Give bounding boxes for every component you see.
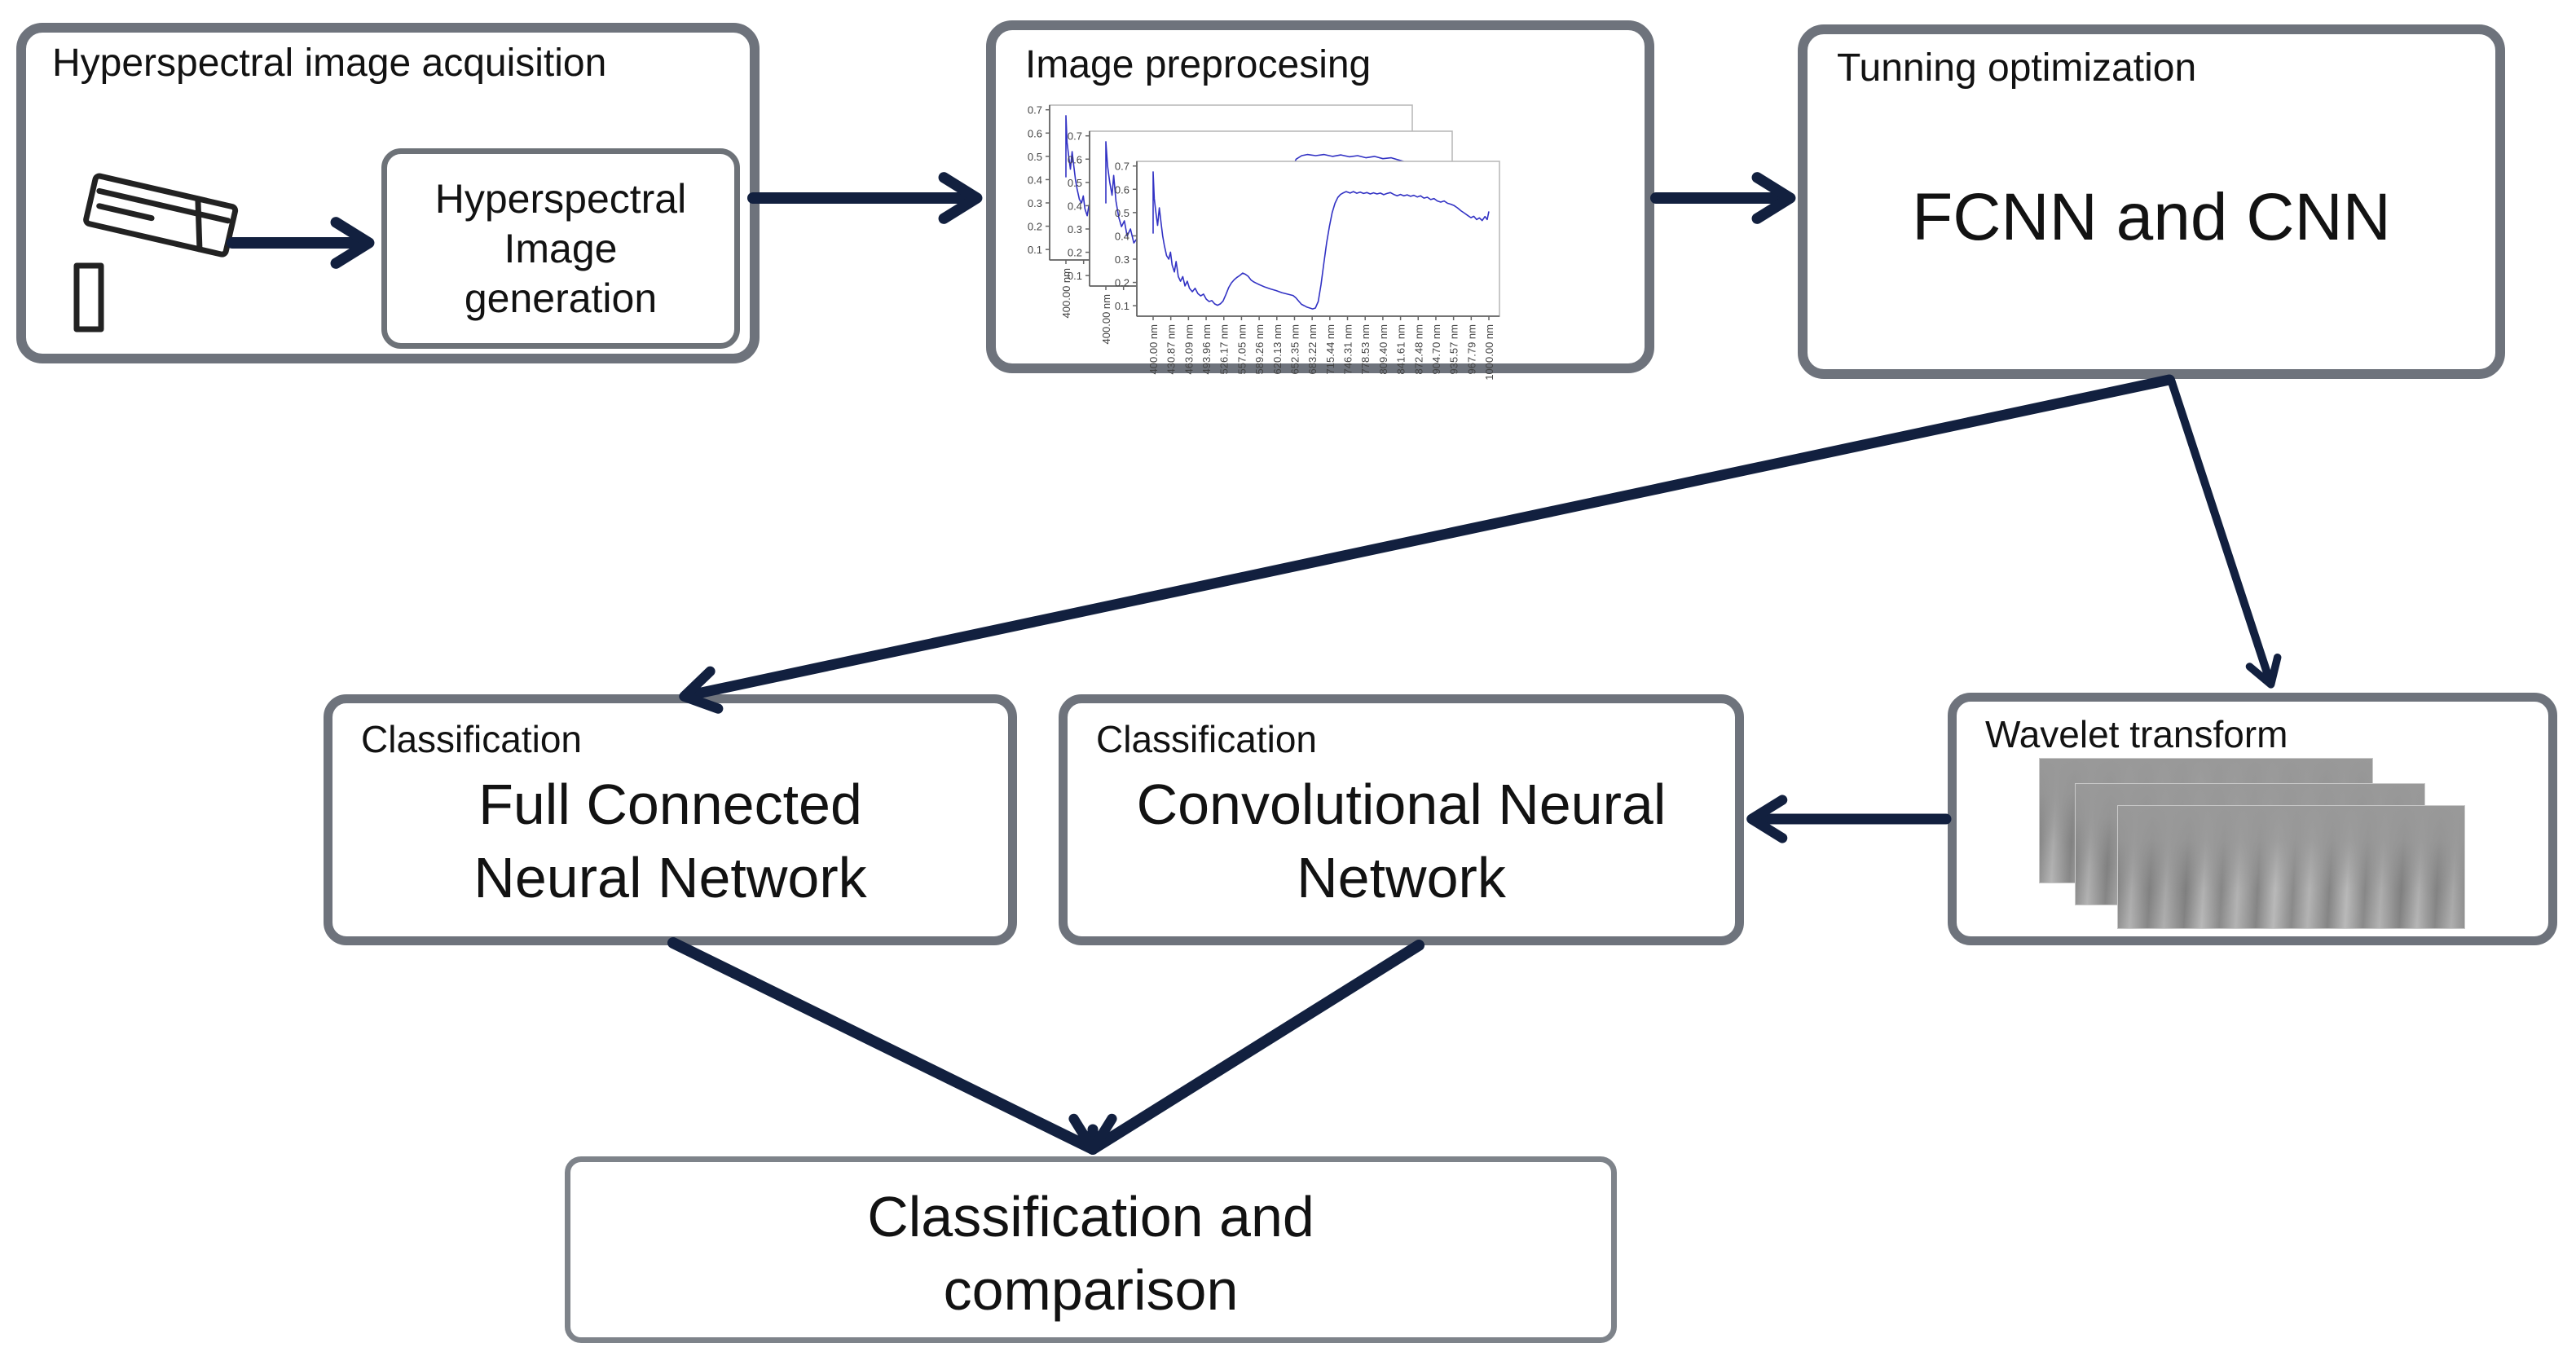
y-tick-label: 0.4 — [1115, 230, 1129, 242]
y-tick-label: 0.7 — [1028, 104, 1042, 117]
x-tick-label: 652.35 nm — [1288, 324, 1301, 374]
final-body-line2: comparison — [943, 1258, 1239, 1322]
plot-panel — [1136, 161, 1500, 317]
wavelet-grayscale-image-3 — [2117, 805, 2465, 929]
x-tick-label: 430.87 nm — [1165, 324, 1178, 374]
y-tick-label: 0.2 — [1028, 221, 1042, 233]
tuning-title: Tunning optimization — [1837, 46, 2197, 90]
x-tick-label: 683.22 nm — [1306, 324, 1319, 374]
y-tick-label: 0.5 — [1068, 177, 1082, 189]
y-tick-label: 0.7 — [1115, 161, 1129, 173]
security-camera-icon — [73, 173, 239, 332]
acquisition-title: Hyperspectral image acquisition — [52, 42, 607, 85]
spectra-plot-front: 0.1 0.2 0.3 0.4 0.5 0.6 0.7 400.00 nm 430.87 nm 4… — [1115, 161, 1500, 381]
box-classification-fcnn — [324, 694, 1017, 945]
y-tick-label: 0.4 — [1068, 200, 1082, 212]
x-tick-label: 1000.00 nm — [1483, 324, 1495, 381]
inner-box-line: Image — [504, 225, 618, 271]
wavelet-title: Wavelet transform — [1985, 713, 2288, 755]
arrow-tuning-to-fcnn — [679, 374, 2175, 714]
x-tick-label: 493.96 nm — [1200, 324, 1213, 374]
arrow-tuning-to-wavelet — [2167, 376, 2282, 689]
x-tick-label: 778.53 nm — [1359, 324, 1372, 374]
y-tick-label: 0.4 — [1028, 174, 1042, 186]
y-tick-label: 0.5 — [1028, 151, 1042, 163]
fcnn-title: Classification — [361, 718, 582, 760]
x-tick-label: 841.61 nm — [1395, 324, 1407, 374]
y-tick-label: 0.2 — [1115, 277, 1129, 289]
arrow-cnn-to-comparison — [1087, 940, 1425, 1155]
tuning-body: FCNN and CNN — [1912, 180, 2391, 254]
inner-box-line: Hyperspectral — [434, 175, 687, 222]
x-tick-label: 809.40 nm — [1377, 324, 1389, 374]
x-tick-label: 935.57 nm — [1448, 324, 1460, 374]
x-tick-label: 872.48 nm — [1412, 324, 1425, 374]
y-tick-label: 0.6 — [1028, 127, 1042, 139]
x-tick-label: 715.44 nm — [1324, 324, 1336, 374]
inner-box-hyperspectral-generation: Hyperspectral Image generation — [381, 148, 740, 349]
x-tick-label: 526.17 nm — [1218, 324, 1231, 374]
x-tick-label: 400.00 nm — [1147, 324, 1160, 374]
y-tick-label: 0.1 — [1115, 300, 1129, 312]
x-tick-label: 463.09 nm — [1182, 324, 1195, 374]
y-tick-label: 0.1 — [1028, 244, 1042, 256]
fcnn-body-line2: Neural Network — [473, 846, 867, 909]
spectra-curve — [1152, 171, 1490, 310]
x-tick-label: 967.79 nm — [1465, 324, 1477, 374]
fcnn-body-line1: Full Connected — [478, 773, 862, 836]
y-tick-label: 0.6 — [1115, 183, 1129, 196]
box-classification-comparison — [565, 1156, 1617, 1343]
x-tick-label: 557.05 nm — [1235, 324, 1248, 374]
y-tick-label: 0.6 — [1068, 153, 1082, 165]
y-tick-label: 0.3 — [1028, 197, 1042, 209]
y-tick-label: 0.2 — [1068, 247, 1082, 259]
box-tuning-optimization — [1798, 24, 2505, 379]
preprocessing-title: Image preprocesing — [1025, 43, 1372, 86]
inner-box-line: generation — [464, 275, 658, 321]
x-tick-label: 589.26 nm — [1253, 324, 1266, 374]
box-classification-cnn — [1059, 694, 1744, 945]
x-tick-label: 620.13 nm — [1271, 324, 1284, 374]
cnn-body-line1: Convolutional Neural — [1136, 773, 1667, 836]
y-tick-label: 0.3 — [1068, 223, 1082, 236]
y-tick-label: 0.5 — [1115, 207, 1129, 219]
cnn-title: Classification — [1096, 718, 1317, 760]
x-tick-label: 904.70 nm — [1430, 324, 1442, 374]
final-body-line1: Classification and — [867, 1185, 1314, 1248]
y-tick-label: 0.3 — [1115, 253, 1129, 266]
x-tick-label: 400.00 nm — [1060, 268, 1072, 318]
y-tick-label: 0.7 — [1068, 130, 1082, 143]
cnn-body-line2: Network — [1297, 846, 1506, 909]
y-tick-label: 0.1 — [1068, 270, 1082, 282]
fcnn-body: Full Connected Neural Network — [324, 768, 1017, 914]
x-tick-label: 746.31 nm — [1342, 324, 1354, 374]
arrow-fcnn-to-comparison — [667, 937, 1099, 1155]
x-tick-label: 400.00 nm — [1100, 294, 1112, 344]
cnn-body: Convolutional Neural Network — [1059, 768, 1744, 914]
final-body: Classification and comparison — [565, 1180, 1617, 1327]
